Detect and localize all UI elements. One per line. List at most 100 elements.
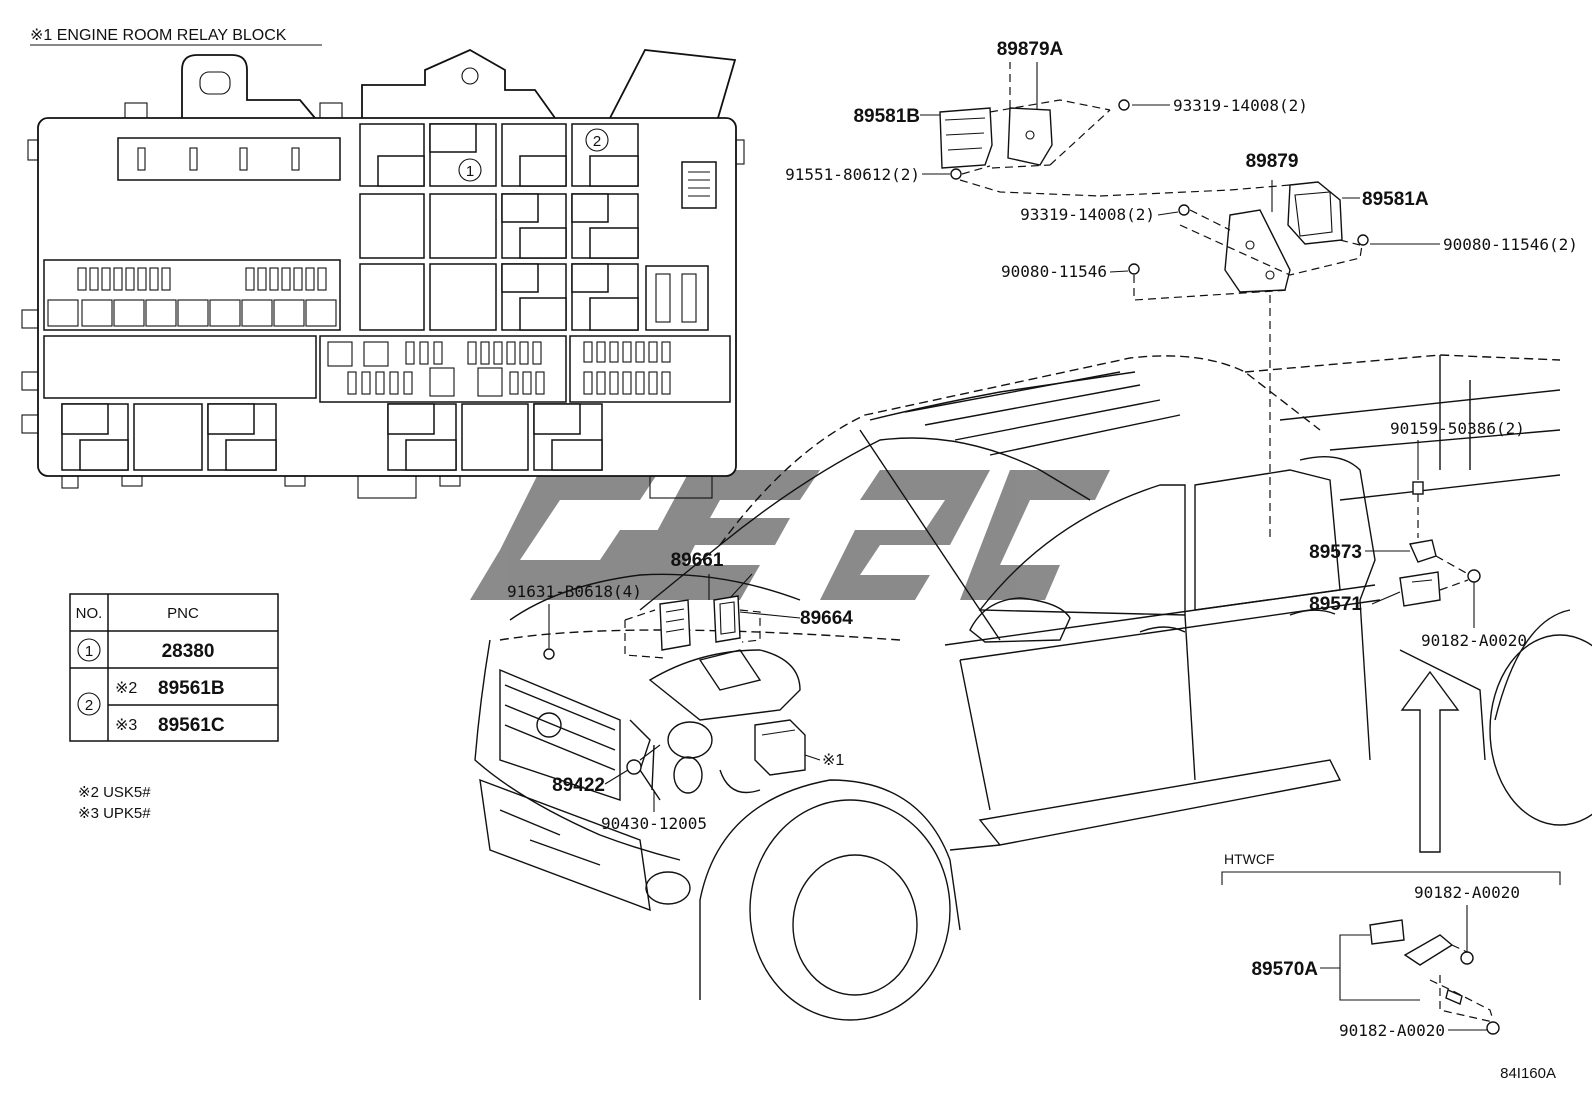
fuse-slot [281,267,291,291]
bracket-89879A [1007,107,1053,166]
marker-1: 1 [458,158,482,182]
fuse-slot [161,267,171,291]
bracket-89879 [1224,209,1291,293]
callouts: 89879A 89581B 93319-14008(2) 91551-80612… [507,39,1578,1082]
fuse-slot [648,341,658,363]
ecu-89661 [659,595,741,651]
leader-lines [548,62,1487,1031]
sensor-89422 [626,744,661,775]
fuse-slot [493,341,503,365]
fuse-slot [419,341,429,365]
callout-91551-80612: 91551-80612(2) [785,165,920,184]
bolt-90080-a [1357,234,1369,246]
fuse-slot [245,267,255,291]
nut-90182-b [1460,951,1474,965]
marker-2-label: 2 [593,133,601,150]
fuse-slot [609,341,619,363]
callout-90430-12005: 90430-12005 [601,814,707,833]
callout-91631-B0618: 91631-B0618(4) [507,582,642,601]
fuse-slot [522,371,532,395]
callout-89581A: 89581A [1362,189,1429,210]
table-row-3-note: ※3 [115,717,137,734]
bolt-90080-b [1128,263,1140,275]
pnc-table: NO. PNC 1 28380 2 ※2 89561B ※3 89561C [69,593,279,742]
fuse-slot [596,371,606,395]
callout-93319-14008-a: 93319-14008(2) [1173,96,1308,115]
fuse-slot [635,371,645,395]
bolt-91551 [950,168,962,180]
fuse-slot [535,371,545,395]
table-row-1-pnc: 28380 [162,641,215,662]
callout-89661: 89661 [671,550,724,571]
fuse-slot [305,267,315,291]
bolt-91631 [543,648,555,660]
fuse-slot [596,341,606,363]
callout-90182-A0020-a: 90182-A0020 [1421,631,1527,650]
callout-89664: 89664 [800,608,853,629]
fuse-slot [361,371,371,395]
fuse-slot [433,341,443,365]
marker-1-label: 1 [466,163,474,180]
table-row-1-no: 1 [85,643,93,660]
fuse-slot [661,341,671,363]
table-header-pnc: PNC [167,605,199,622]
fuse-slot [403,371,413,395]
footnote-upk5: ※3 UPK5# [78,805,151,822]
callout-90182-A0020-c: 90182-A0020 [1339,1021,1445,1040]
relay-block-title: ※1 ENGINE ROOM RELAY BLOCK [30,27,287,44]
callout-90080-11546-a: 90080-11546(2) [1443,235,1578,254]
callout-90080-11546-b: 90080-11546 [1001,262,1107,281]
relay-block: 1 2 [21,48,745,499]
fuse-slot [347,371,357,395]
sensor-89571 [1399,571,1441,607]
table-row-2-no: 2 [85,697,93,714]
callout-89581B: 89581B [853,106,920,127]
fuse-slot [506,341,516,365]
bolt-93319-a [1118,99,1130,111]
fuse-slot [467,341,477,365]
table-header-no: NO. [76,605,103,622]
sensor-89573 [1408,539,1437,563]
truck-illustration [474,354,1592,1021]
pointer-arrow [1400,670,1460,853]
fuse-slot [480,341,490,365]
figure-code: 84I160A [1500,1065,1556,1082]
fuse-slot [137,267,147,291]
bolt-93319-b [1178,204,1190,216]
sensor-89570A [1369,919,1454,966]
callout-89422: 89422 [552,775,605,796]
fuse-slot [113,267,123,291]
watermark-logo [470,470,1110,600]
htwcf-label: HTWCF [1224,851,1275,867]
bolt-90159 [1412,481,1424,495]
fuse-slot [583,341,593,363]
module-89581B [939,107,993,169]
fuse-slot [583,371,593,395]
nut-90182-c [1486,1021,1500,1035]
fuse-slot [293,267,303,291]
footnote-usk5: ※2 USK5# [78,784,151,801]
fuse-slot [622,371,632,395]
callout-90182-A0020-b: 90182-A0020 [1414,883,1520,902]
callout-89573: 89573 [1309,542,1362,563]
table-row-2-note: ※2 [115,680,137,697]
fuse-slot [389,371,399,395]
module-89581A [1287,181,1343,245]
fuse-slot [257,267,267,291]
callout-89879: 89879 [1246,151,1299,172]
table-row-2-pnc: 89561B [158,678,225,699]
table-row-3-pnc: 89561C [158,715,225,736]
fuse-slot [77,267,87,291]
callout-93319-14008-b: 93319-14008(2) [1020,205,1155,224]
nut-90182-a [1467,569,1481,583]
fuse-slot [125,267,135,291]
callout-89570A: 89570A [1251,959,1318,980]
fuse-slot [609,371,619,395]
fuse-slot [648,371,658,395]
callout-89571: 89571 [1309,594,1362,615]
fuse-slot [509,371,519,395]
fuse-slot [661,371,671,395]
fuse-slot [269,267,279,291]
